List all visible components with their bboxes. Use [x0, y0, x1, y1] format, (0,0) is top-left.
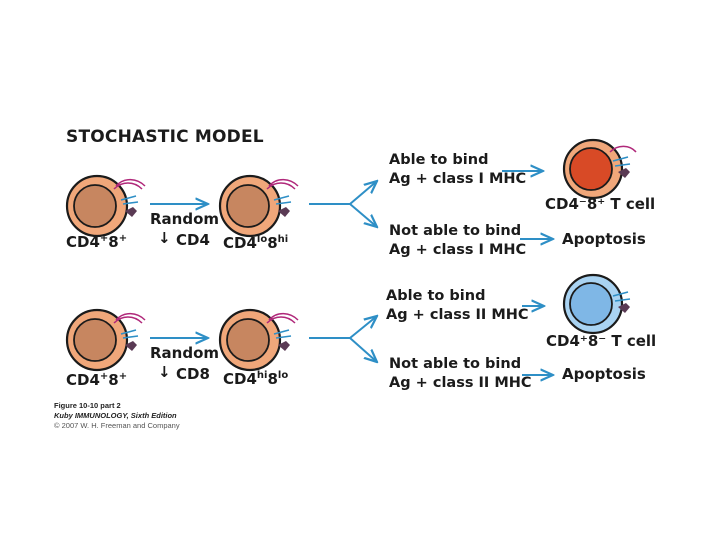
- able-to-bind-class-ii: Able to bind Ag + class II MHC: [386, 288, 529, 323]
- cd4-8-double-positive-cell-top: [65, 174, 146, 238]
- mid-cell-label-top: CD4lo8hi: [223, 234, 289, 252]
- apoptosis-label-top: Apoptosis: [562, 230, 646, 248]
- figure-caption-book: Kuby IMMUNOLOGY, Sixth Edition: [54, 411, 177, 420]
- able-to-bind-class-i: Able to bind Ag + class I MHC: [389, 152, 527, 187]
- step-target-top: CD4: [176, 231, 210, 249]
- figure-caption-copyright: © 2007 W. H. Freeman and Company: [54, 421, 180, 430]
- receptor-icon: [266, 178, 299, 217]
- step-arrow-top: ↓: [158, 229, 171, 247]
- cd4lo8hi-cell-top: [218, 174, 299, 238]
- figure-caption-number: Figure 10-10 part 2: [54, 401, 121, 410]
- receptor-icon: [612, 291, 631, 313]
- start-cell-label-bottom: CD4+8+: [66, 371, 128, 389]
- step-random-bottom: Random: [150, 344, 220, 362]
- cd4hi8lo-cell-bottom: [218, 308, 299, 372]
- cd4-8-double-positive-cell-bottom: [65, 308, 146, 372]
- cd4-t-cell-label: CD4⁺8⁻ T cell: [546, 332, 657, 350]
- branch-arrow-bottom: [309, 316, 377, 362]
- step-arrow-bottom: ↓: [158, 363, 171, 381]
- receptor-icon: [266, 312, 299, 351]
- not-able-to-bind-class-ii: Not able to bind Ag + class II MHC: [389, 356, 532, 391]
- branch-arrow-top: [309, 181, 377, 227]
- start-cell-label-top: CD4+8+: [66, 233, 128, 251]
- receptor-icon: [609, 145, 637, 178]
- mid-cell-label-bottom: CD4hi8lo: [223, 370, 289, 388]
- not-able-to-bind-class-i: Not able to bind Ag + class I MHC: [389, 223, 527, 258]
- diagram-title: STOCHASTIC MODEL: [66, 127, 264, 147]
- apoptosis-label-bottom: Apoptosis: [562, 365, 646, 383]
- cd8-t-cell: [562, 138, 637, 200]
- step-target-bottom: CD8: [176, 365, 210, 383]
- cd8-t-cell-label: CD4⁻8⁺ T cell: [545, 195, 656, 213]
- receptor-icon: [113, 178, 146, 217]
- step-random-top: Random: [150, 210, 220, 228]
- receptor-icon: [113, 312, 146, 351]
- cd4-t-cell: [562, 273, 631, 335]
